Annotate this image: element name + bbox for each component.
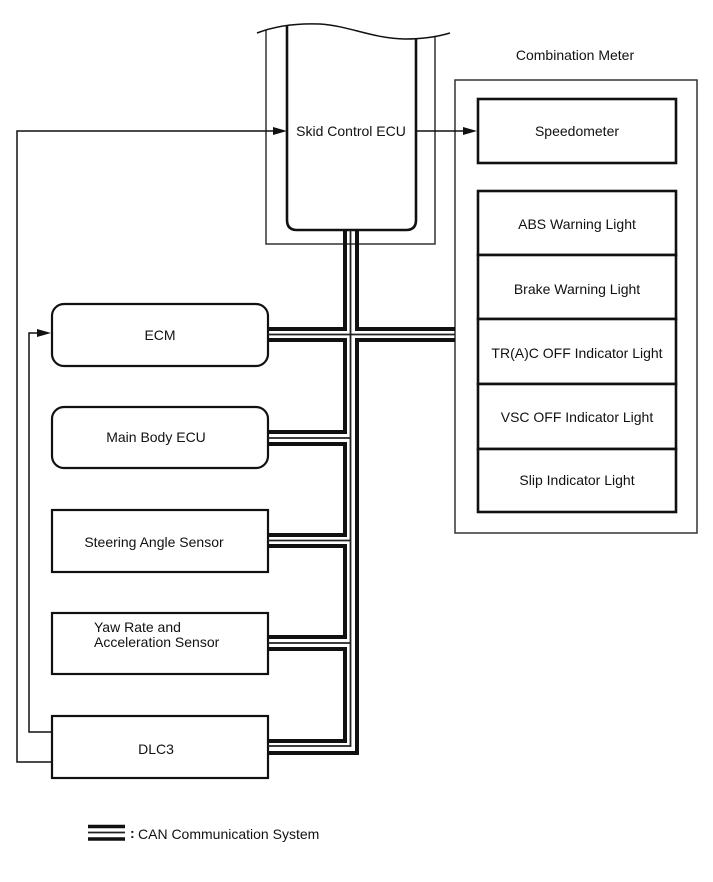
legend-label: CAN Communication System bbox=[138, 826, 319, 842]
indicator-slip-box bbox=[476, 447, 678, 514]
speedometer: Speedometer bbox=[476, 97, 678, 165]
speedometer-label: Speedometer bbox=[535, 123, 619, 139]
can-line-meter-to-dlc3 bbox=[268, 338, 455, 755]
arrow-into-speedometer-icon bbox=[463, 127, 477, 135]
indicator-abs-label: ABS Warning Light bbox=[518, 216, 636, 232]
yaw-rate-sensor-label-line2: Acceleration Sensor bbox=[94, 634, 220, 650]
indicator-brake-label: Brake Warning Light bbox=[514, 281, 640, 297]
can-line-main-body-to-steering bbox=[268, 442, 347, 537]
ecm-label: ECM bbox=[144, 327, 175, 343]
steering-angle-sensor-box bbox=[50, 508, 270, 574]
yaw-rate-sensor-label-line1: Yaw Rate and bbox=[94, 619, 181, 635]
node-yaw-rate-sensor: Yaw Rate and Acceleration Sensor bbox=[50, 611, 270, 676]
can-legend-symbol-icon bbox=[88, 824, 125, 841]
arrow-into-skid-ecu-icon bbox=[273, 127, 287, 135]
yaw-rate-sensor-box bbox=[50, 611, 270, 676]
skid-ecu-label: Skid Control ECU bbox=[296, 123, 406, 139]
can-mid-trunk bbox=[268, 230, 352, 747]
node-ecm: ECM bbox=[50, 302, 270, 368]
can-line-ecm-to-main-body bbox=[268, 338, 347, 434]
steering-angle-sensor-label: Steering Angle Sensor bbox=[84, 534, 224, 550]
node-steering-angle-sensor: Steering Angle Sensor bbox=[50, 508, 270, 574]
combination-meter-title: Combination Meter bbox=[516, 47, 635, 63]
indicator-vsc-label: VSC OFF Indicator Light bbox=[501, 409, 654, 425]
indicator-trac-label: TR(A)C OFF Indicator Light bbox=[491, 345, 662, 361]
dlc3-label: DLC3 bbox=[138, 741, 174, 757]
can-line-yaw-to-dlc3 bbox=[268, 647, 347, 743]
main-body-ecu-label: Main Body ECU bbox=[106, 429, 206, 445]
arrow-into-ecm-icon bbox=[37, 329, 51, 337]
skid-ecu-body bbox=[285, 25, 418, 232]
can-bus bbox=[268, 230, 455, 755]
combination-meter: Combination Meter Speedometer ABS Warnin… bbox=[454, 47, 698, 534]
node-dlc3: DLC3 bbox=[50, 714, 270, 780]
indicator-slip-label: Slip Indicator Light bbox=[519, 472, 634, 488]
legend: : CAN Communication System bbox=[88, 824, 319, 842]
wire-dlc3-to-skid-ecu bbox=[16, 130, 275, 763]
can-line-skid-to-ecm bbox=[268, 230, 347, 331]
skid-control-ecu: Skid Control ECU bbox=[256, 23, 451, 245]
can-line-steering-to-yaw bbox=[268, 544, 347, 639]
speedometer-box bbox=[476, 97, 678, 165]
wire-dlc3-to-ecm bbox=[28, 332, 52, 733]
can-line-skid-to-meter bbox=[355, 230, 455, 331]
dlc3-box bbox=[50, 714, 270, 780]
combination-meter-frame bbox=[454, 79, 698, 534]
direct-wires bbox=[16, 127, 477, 763]
indicator-vsc-box bbox=[476, 382, 678, 451]
indicator-stack: ABS Warning Light Brake Warning Light TR… bbox=[476, 189, 678, 514]
indicator-brake-box bbox=[476, 253, 678, 321]
node-main-body-ecu: Main Body ECU bbox=[50, 405, 270, 470]
legend-separator: : bbox=[130, 825, 135, 841]
